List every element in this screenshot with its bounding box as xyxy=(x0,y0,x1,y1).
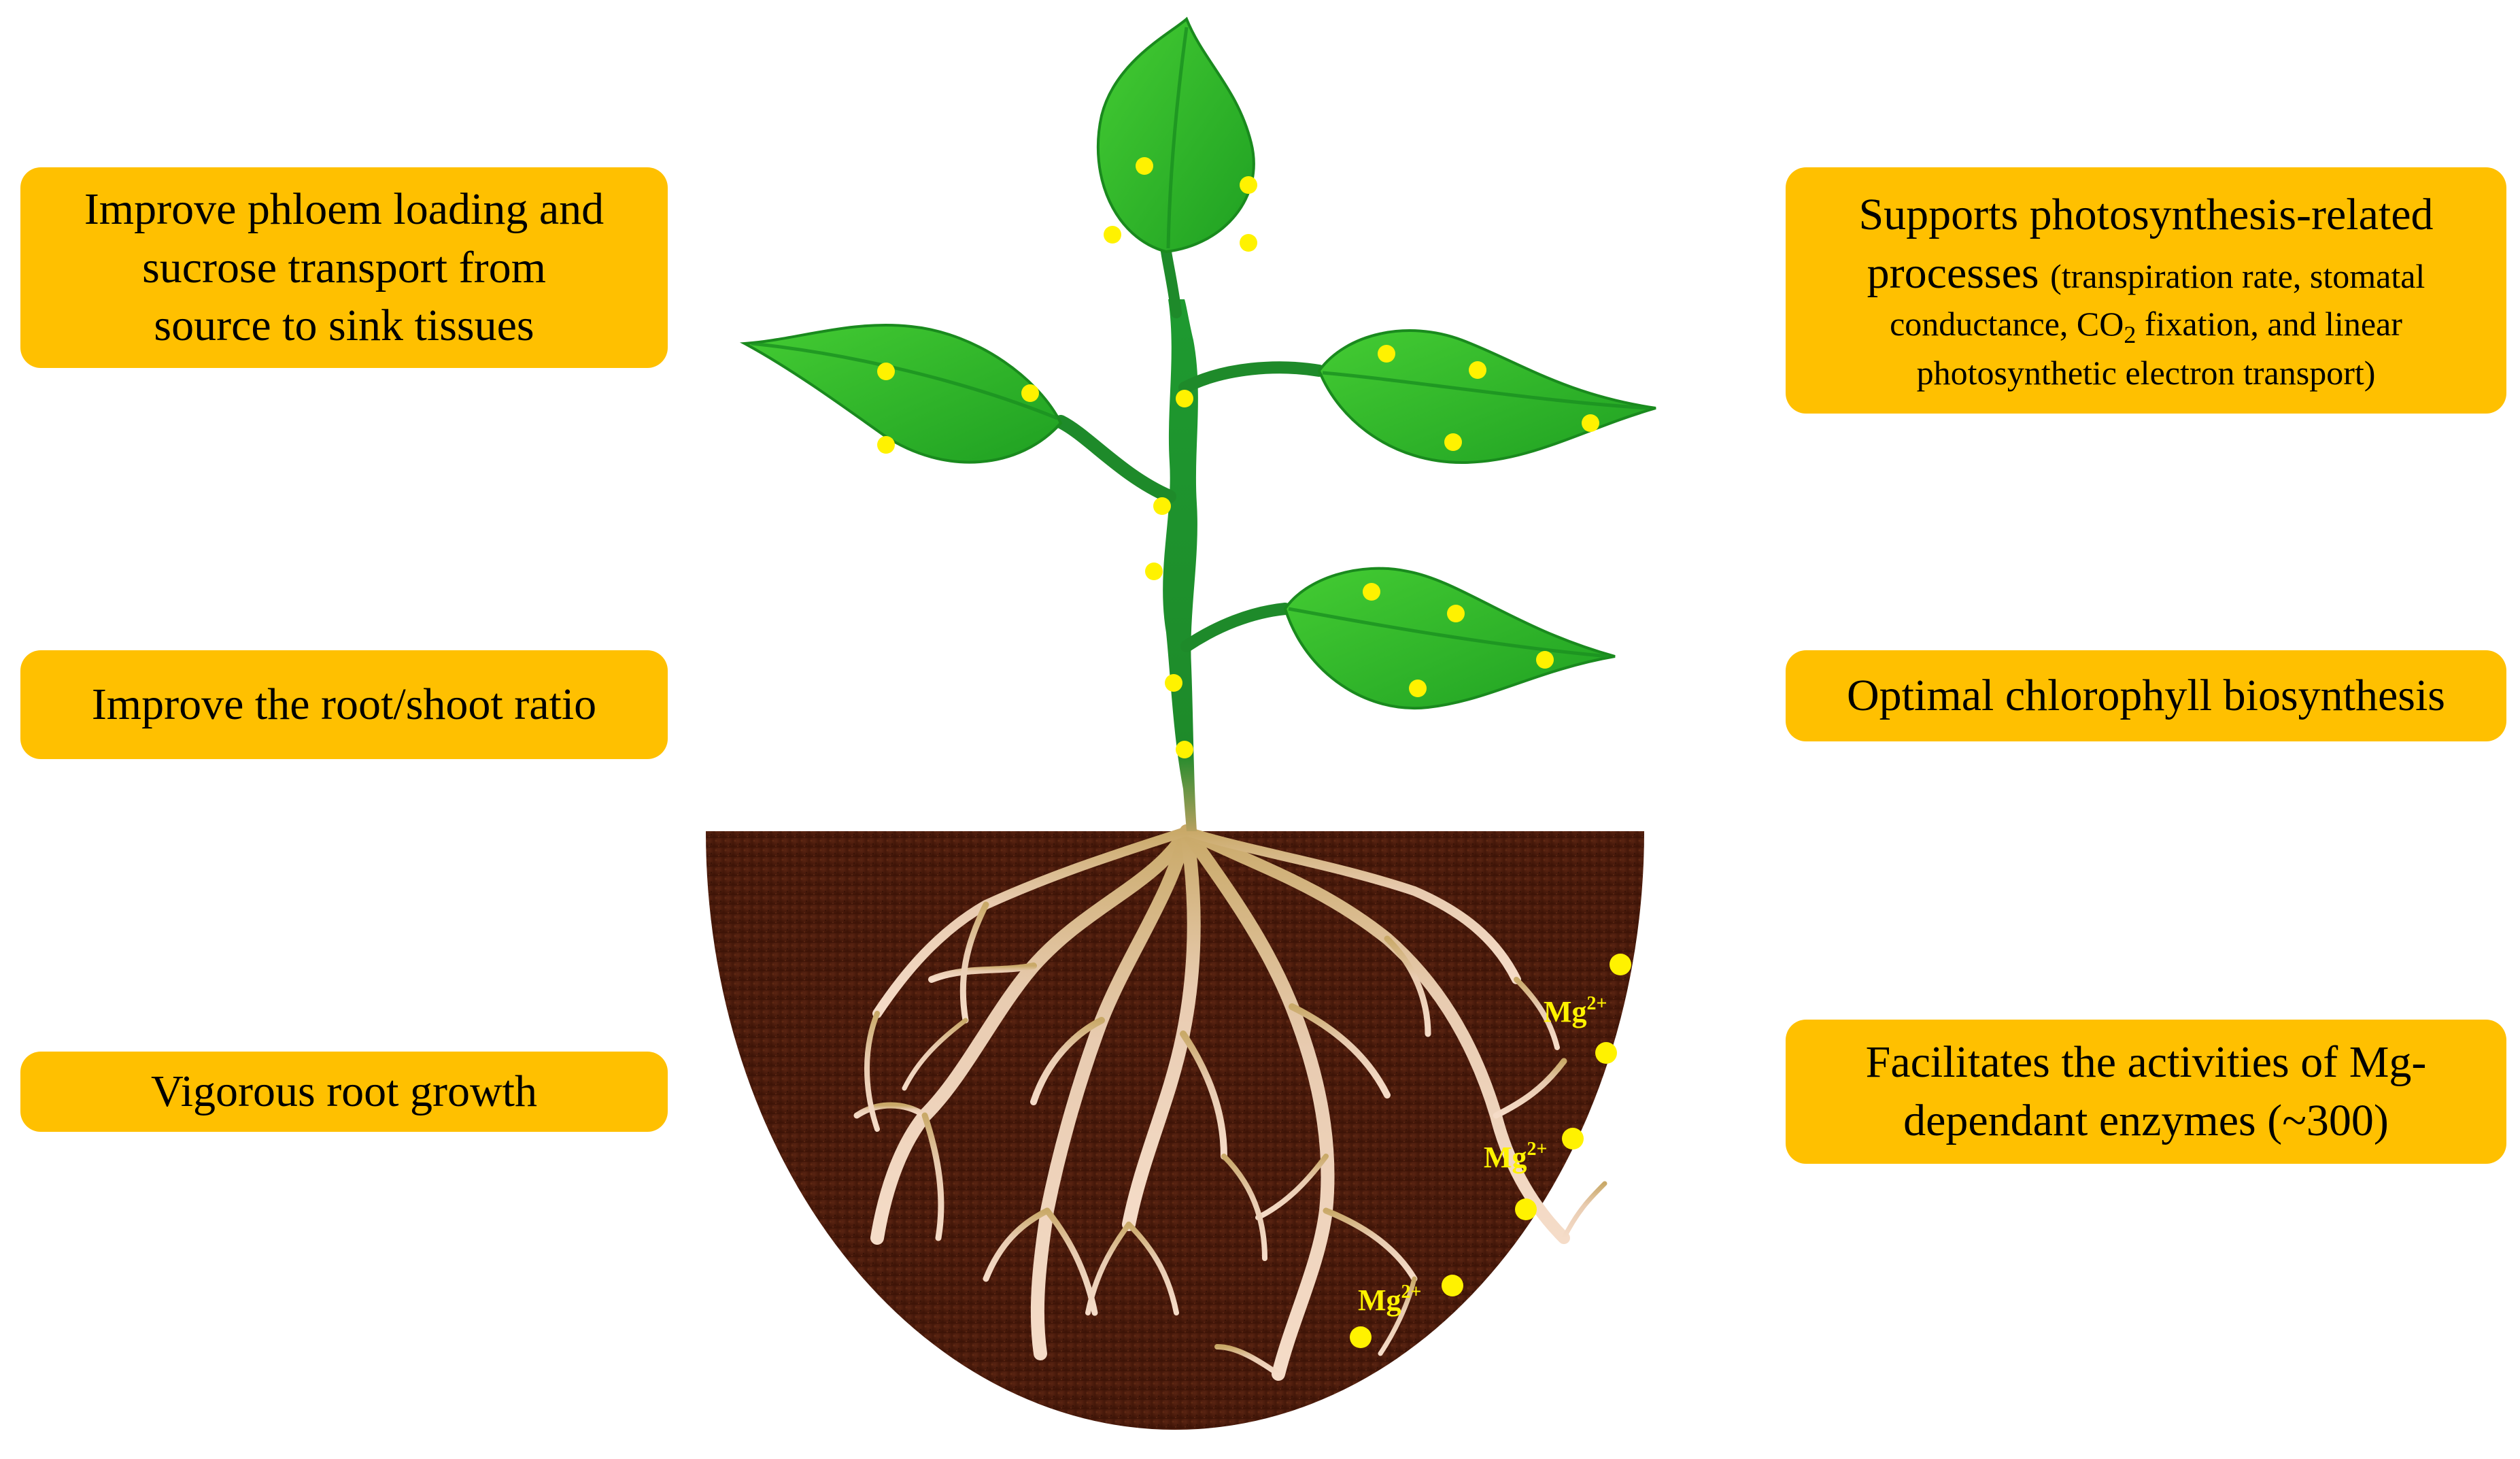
soil-mg-dots xyxy=(1350,954,1631,1348)
photosynthesis-line-3: conductance, CO2 fixation, and linear xyxy=(1858,302,2433,351)
leaf-veins xyxy=(751,27,1650,658)
left-leaf xyxy=(739,323,1063,464)
root-growth-box: Vigorous root growth xyxy=(20,1052,668,1132)
root-shoot-ratio-box: Improve the root/shoot ratio xyxy=(20,650,668,759)
phloem-loading-box: Improve phloem loading and sucrose trans… xyxy=(20,167,668,368)
right-upper-leaf xyxy=(1317,329,1656,465)
photosynthesis-processes: processes xyxy=(1867,248,2039,298)
mg-enzymes-box: Facilitates the activities of Mg- depend… xyxy=(1786,1020,2506,1164)
leaves xyxy=(739,16,1656,710)
mg-enzymes-line-1: Facilitates the activities of Mg- xyxy=(1865,1037,2427,1088)
photosynthesis-line-1: Supports photosynthesis-related xyxy=(1858,189,2434,239)
photosynthesis-details-2b: fixation, and linear xyxy=(2136,305,2402,343)
plant-mg-dots xyxy=(877,157,1599,758)
co2-subscript: 2 xyxy=(2124,321,2136,349)
plant-stem xyxy=(1163,299,1198,831)
chlorophyll-text: Optimal chlorophyll biosynthesis xyxy=(1847,671,2445,721)
mg-enzymes-line-2: dependant enzymes (~300) xyxy=(1903,1096,2389,1145)
root-growth-text: Vigorous root growth xyxy=(151,1067,537,1117)
mg-ion-label-3: Mg2+ xyxy=(1358,1281,1422,1317)
photosynthesis-box: Supports photosynthesis-related processe… xyxy=(1786,167,2506,414)
soil-mound xyxy=(706,831,1644,1430)
photosynthesis-details-2a: conductance, CO xyxy=(1890,305,2124,343)
leaf-petioles xyxy=(1054,246,1325,652)
chlorophyll-box: Optimal chlorophyll biosynthesis xyxy=(1786,650,2506,741)
phloem-line-1: Improve phloem loading and xyxy=(84,184,605,234)
phloem-line-3: source to sink tissues xyxy=(154,301,534,351)
photosynthesis-line-2: processes (transpiration rate, stomatal xyxy=(1858,244,2433,303)
mg-ion-label-2: Mg2+ xyxy=(1484,1139,1548,1174)
mg-ion-label-1: Mg2+ xyxy=(1544,993,1607,1028)
root-shoot-ratio-text: Improve the root/shoot ratio xyxy=(91,680,597,730)
phloem-line-2: sucrose transport from xyxy=(142,242,546,292)
photosynthesis-line-4: photosynthetic electron transport) xyxy=(1916,354,2376,392)
photosynthesis-details-1: (transpiration rate, stomatal xyxy=(2050,256,2425,295)
root-system xyxy=(853,824,1607,1381)
